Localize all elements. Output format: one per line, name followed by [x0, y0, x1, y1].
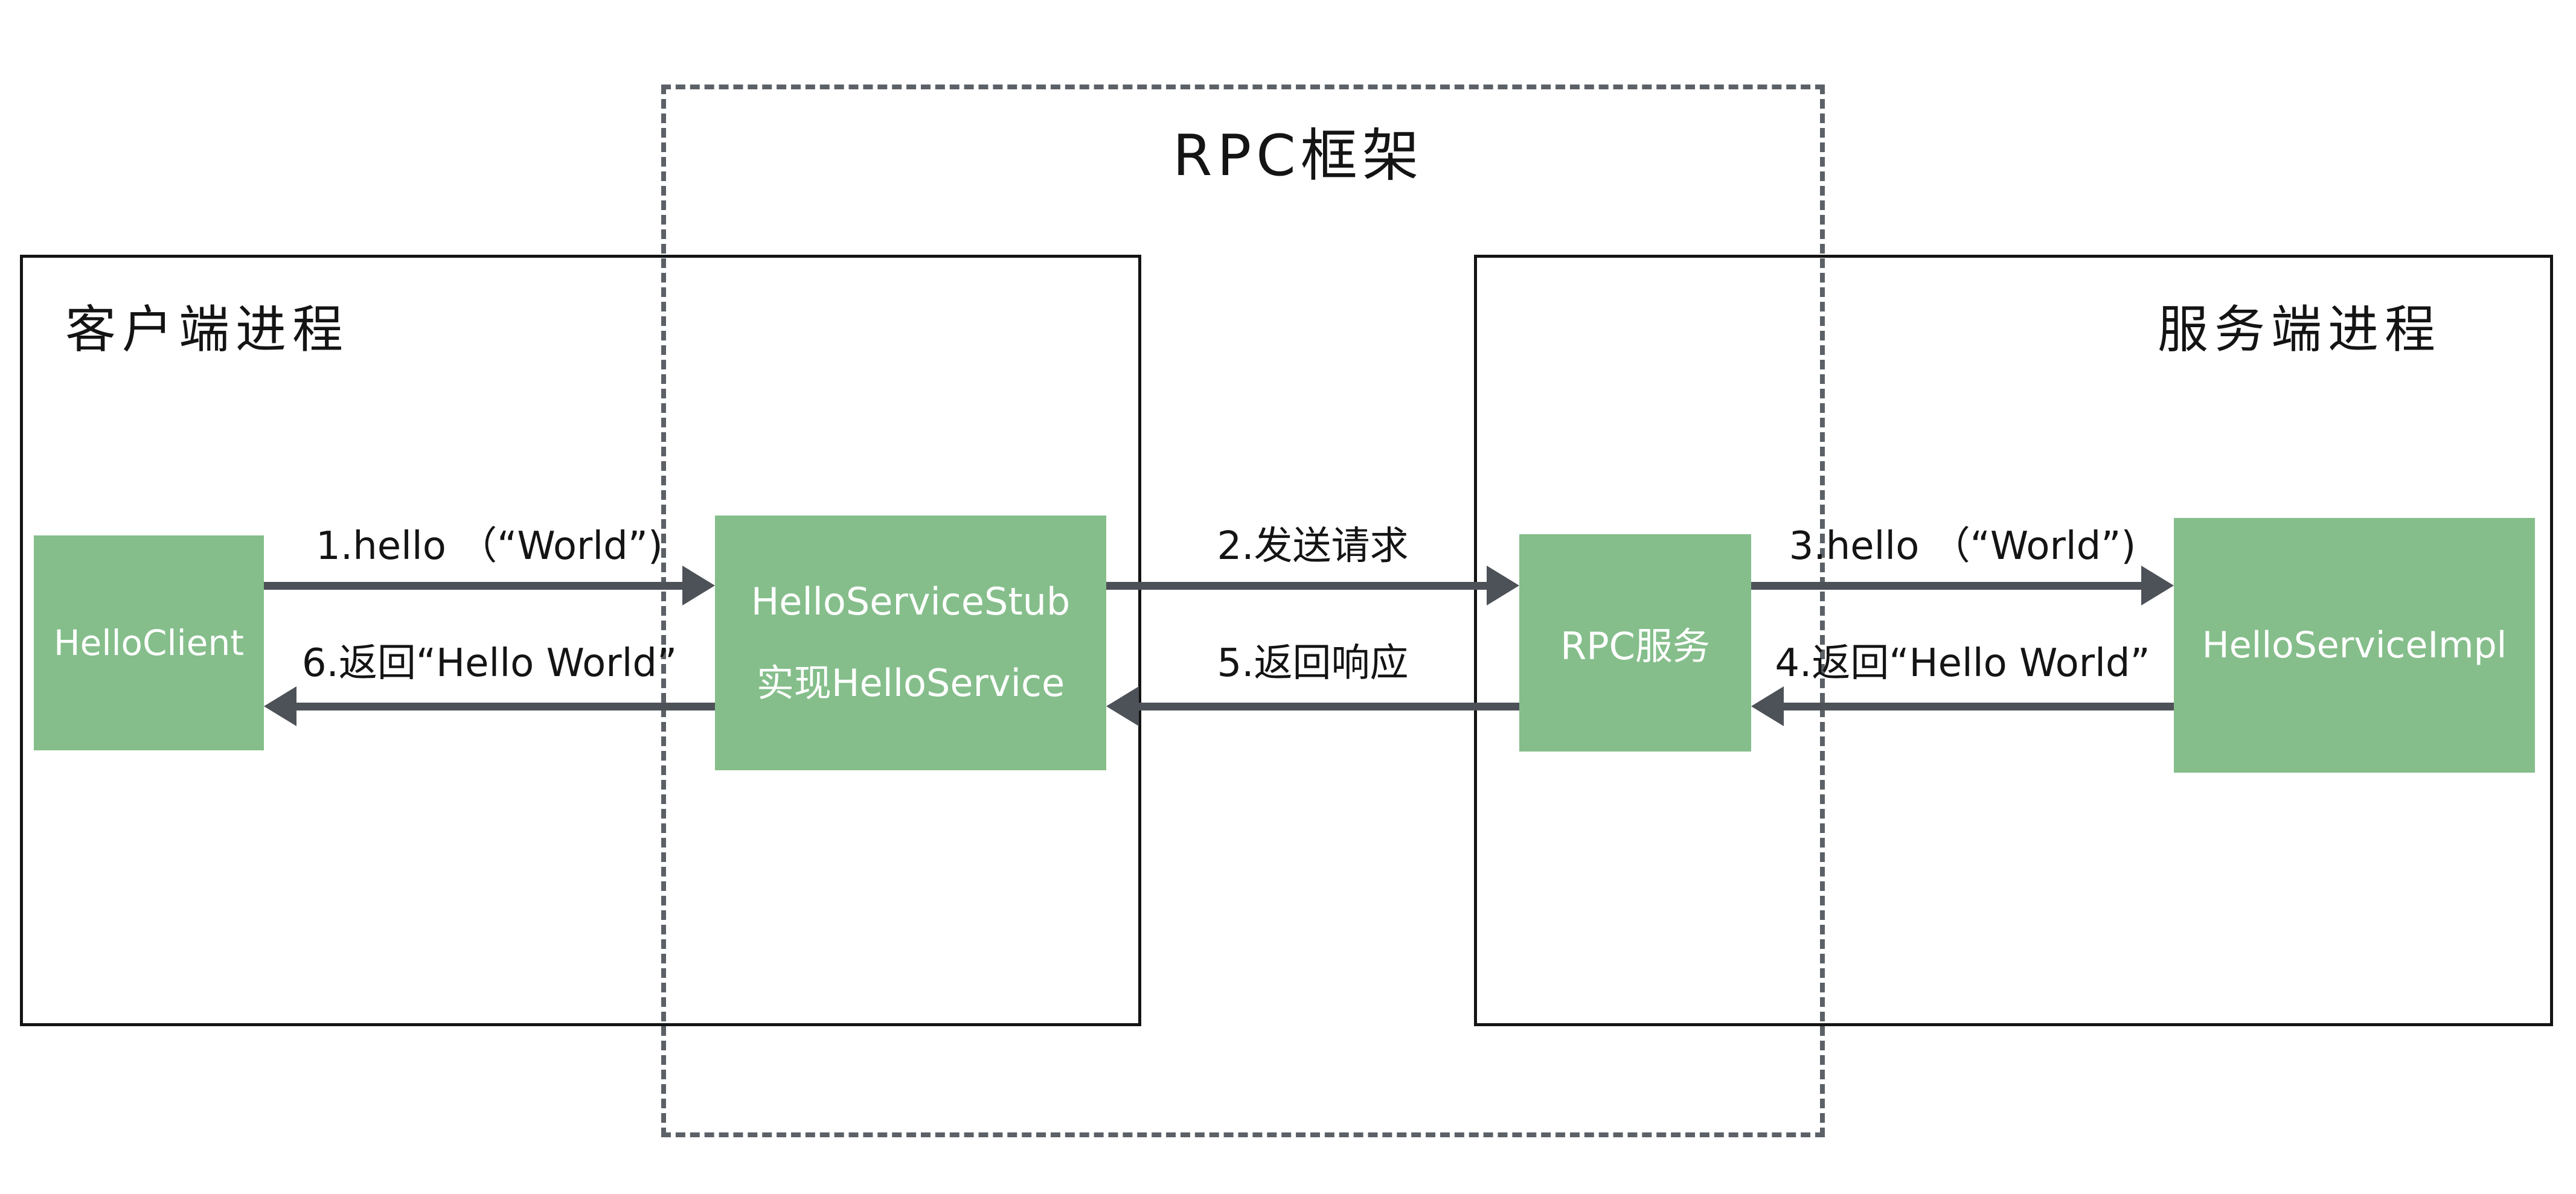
label-step4: 4.返回“Hello World”: [1775, 641, 2150, 686]
label-step6: 6.返回“Hello World”: [301, 641, 678, 686]
node-hello-service-impl: HelloServiceImpl: [2174, 518, 2535, 773]
arrow-line: [288, 703, 715, 710]
client-process-box: 客户端进程: [20, 255, 1141, 1026]
arrow-step3-call: [1751, 566, 2174, 605]
arrow-left-icon: [1106, 686, 1139, 726]
label-step1: 1.hello （“World”): [316, 524, 663, 569]
node-stub-line1: HelloServiceStub: [751, 579, 1071, 624]
arrow-step4-return: [1751, 686, 2174, 726]
rpc-framework-title: RPC框架: [1173, 123, 1424, 189]
arrow-line: [1106, 582, 1495, 590]
arrow-left-icon: [1751, 686, 1784, 726]
arrow-line: [1775, 703, 2174, 710]
server-process-label: 服务端进程: [2157, 300, 2441, 359]
arrow-step1-request: [264, 566, 715, 605]
node-hello-client-label: HelloClient: [54, 622, 244, 663]
arrow-line: [1751, 582, 2150, 590]
node-hello-service-stub: HelloServiceStub 实现HelloService: [715, 516, 1106, 770]
node-stub-line2: 实现HelloService: [756, 660, 1065, 705]
rpc-framework-boundary: [661, 85, 1825, 1137]
node-rpc-service-label: RPC服务: [1560, 624, 1710, 668]
node-rpc-service: RPC服务: [1519, 534, 1751, 752]
node-impl-label: HelloServiceImpl: [2202, 624, 2507, 666]
arrow-line: [264, 582, 691, 590]
label-step5: 5.返回响应: [1217, 641, 1409, 686]
label-step3: 3.hello （“World”): [1789, 524, 2136, 569]
arrow-step2-send: [1106, 566, 1519, 605]
node-hello-client: HelloClient: [34, 535, 264, 750]
arrow-step5-response: [1106, 686, 1519, 726]
arrow-line: [1130, 703, 1519, 710]
arrow-right-icon: [1487, 566, 1519, 605]
label-step2: 2.发送请求: [1217, 524, 1409, 569]
arrow-left-icon: [264, 686, 296, 726]
arrow-right-icon: [2141, 566, 2174, 605]
server-process-box: 服务端进程: [1474, 255, 2553, 1026]
arrow-right-icon: [682, 566, 715, 605]
client-process-label: 客户端进程: [65, 300, 350, 359]
arrow-step6-return: [264, 686, 715, 726]
